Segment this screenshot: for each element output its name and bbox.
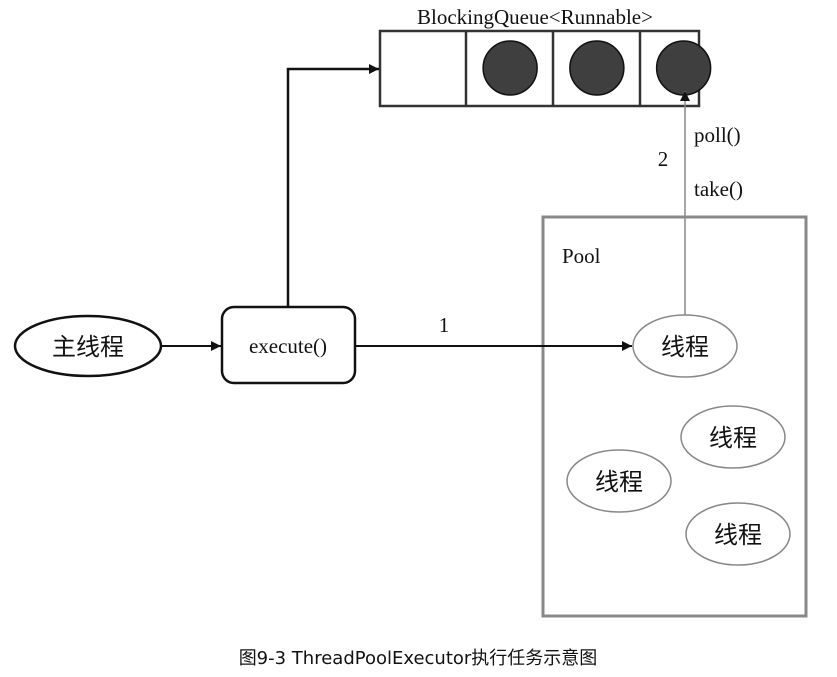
arrow-execute-to-queue <box>286 64 379 307</box>
queue-task-dot <box>655 40 712 96</box>
queue-task-dot <box>569 40 625 96</box>
execute-label: execute() <box>249 334 327 358</box>
pool-thread-node: 线程 <box>632 314 738 378</box>
submit-arrow-label: 1 <box>439 313 450 337</box>
blocking-queue <box>378 29 712 108</box>
pool-thread-label: 线程 <box>714 521 762 549</box>
pool-thread-label: 线程 <box>709 424 757 452</box>
pool-thread-node: 线程 <box>680 405 786 469</box>
pool-container: Pool <box>541 215 808 618</box>
pool-thread-label: 线程 <box>595 468 643 496</box>
take-label: take() <box>694 177 743 201</box>
execute-node: execute() <box>220 305 357 385</box>
pool-thread-label: 线程 <box>661 333 709 361</box>
queue-title: BlockingQueue<Runnable> <box>417 5 653 29</box>
main-thread-node: 主线程 <box>13 314 163 378</box>
poll-label: poll() <box>694 123 741 147</box>
fetch-arrow-label: 2 <box>658 147 669 171</box>
pool-thread-node: 线程 <box>566 449 672 513</box>
pool-thread-node: 线程 <box>685 502 791 566</box>
figure-caption: 图9-3 ThreadPoolExecutor执行任务示意图 <box>239 648 598 669</box>
main-thread-label: 主线程 <box>52 333 124 361</box>
pool-label: Pool <box>562 244 601 268</box>
queue-task-dot <box>482 40 538 96</box>
